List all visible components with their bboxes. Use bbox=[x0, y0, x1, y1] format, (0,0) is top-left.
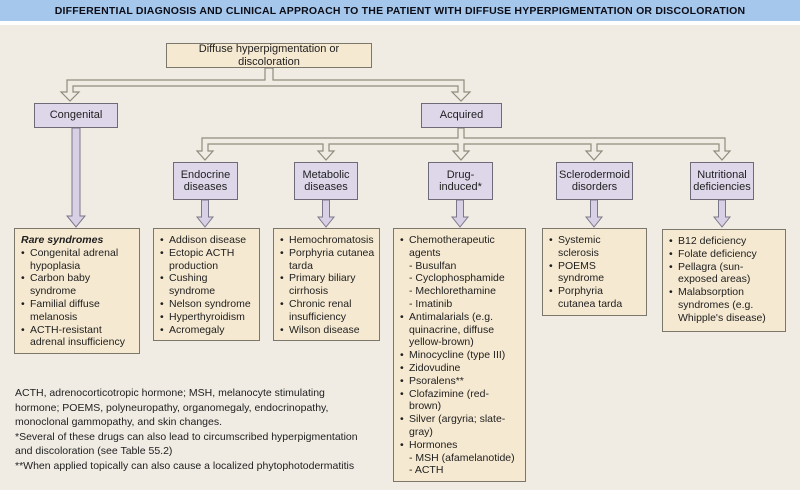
node-acquired-label: Acquired bbox=[439, 109, 484, 122]
list-subitem: Imatinib bbox=[400, 298, 521, 311]
list-item: Clofazimine (red-brown) bbox=[400, 388, 521, 414]
list-item: Carbon baby syndrome bbox=[21, 272, 135, 298]
arrow-sclerodermoid bbox=[584, 199, 604, 228]
list-item: ACTH-resistant adrenal insufficiency bbox=[21, 324, 135, 350]
list-item: Silver (argyria; slate-gray) bbox=[400, 413, 521, 439]
list-item: Chronic renal insufficiency bbox=[280, 298, 375, 324]
list-item: Chemotherapeutic agents bbox=[400, 234, 521, 260]
arrow-drug bbox=[450, 199, 470, 228]
list-subitem: Cyclophosphamide bbox=[400, 272, 521, 285]
list-endocrine: Addison diseaseEctopic ACTH productionCu… bbox=[153, 228, 260, 342]
node-drug-induced: Drug-induced* bbox=[428, 162, 493, 200]
arrow-congenital-to-rare bbox=[65, 127, 87, 228]
arrow-nutritional bbox=[712, 199, 732, 228]
node-nutritional-deficiencies: Nutritional deficiencies bbox=[690, 162, 754, 200]
footnote-line: and discoloration (see Table 55.2) bbox=[15, 445, 173, 457]
list-item: Congenital adrenal hypoplasia bbox=[21, 247, 135, 273]
list-item: Porphyria cutanea tarda bbox=[280, 247, 375, 273]
node-root-label: Diffuse hyperpigmentation or discolorati… bbox=[198, 43, 340, 68]
list-item: Pellagra (sun-exposed areas) bbox=[669, 261, 781, 287]
list-metabolic-items: HemochromatosisPorphyria cutanea tardaPr… bbox=[280, 234, 375, 336]
node-congenital-label: Congenital bbox=[49, 109, 103, 122]
list-sclerodermoid: Systemic sclerosisPOEMS syndromePorphyri… bbox=[542, 228, 647, 316]
list-item: Primary biliary cirrhosis bbox=[280, 272, 375, 298]
list-item: Wilson disease bbox=[280, 324, 375, 337]
list-rare-items: Congenital adrenal hypoplasiaCarbon baby… bbox=[21, 247, 135, 349]
node-endocrine-label: Endocrine diseases bbox=[180, 168, 231, 194]
list-subitem: ACTH bbox=[400, 464, 521, 477]
figure-title: DIFFERENTIAL DIAGNOSIS AND CLINICAL APPR… bbox=[54, 4, 746, 17]
footnote-line: monoclonal gammopathy, and skin changes. bbox=[15, 416, 223, 428]
list-metabolic: HemochromatosisPorphyria cutanea tardaPr… bbox=[273, 228, 380, 342]
list-drug-induced: Chemotherapeutic agentsBusulfanCyclophos… bbox=[393, 228, 526, 483]
list-item: Nelson syndrome bbox=[160, 298, 255, 311]
node-sclerodermoid-label: Sclerodermoid disorders bbox=[559, 168, 630, 194]
list-item: Systemic sclerosis bbox=[549, 234, 642, 260]
list-nutritional: B12 deficiencyFolate deficiencyPellagra … bbox=[662, 229, 786, 332]
node-sclerodermoid-disorders: Sclerodermoid disorders bbox=[556, 162, 633, 200]
list-drug-items: Chemotherapeutic agentsBusulfanCyclophos… bbox=[400, 234, 521, 477]
node-congenital: Congenital bbox=[34, 103, 118, 128]
node-root: Diffuse hyperpigmentation or discolorati… bbox=[166, 43, 372, 68]
list-item: Hyperthyroidism bbox=[160, 311, 255, 324]
list-subitem: Mechlorethamine bbox=[400, 285, 521, 298]
node-acquired: Acquired bbox=[421, 103, 502, 128]
list-rare-title: Rare syndromes bbox=[21, 234, 104, 246]
footnote-line: ACTH, adrenocorticotropic hormone; MSH, … bbox=[15, 387, 325, 399]
list-item: Malabsorption syndromes (e.g. Whipple's … bbox=[669, 286, 781, 324]
node-metabolic-label: Metabolic diseases bbox=[302, 168, 350, 194]
arrow-endocrine bbox=[195, 199, 215, 228]
node-nutritional-label: Nutritional deficiencies bbox=[693, 168, 751, 194]
list-sclerodermoid-items: Systemic sclerosisPOEMS syndromePorphyri… bbox=[549, 234, 642, 311]
list-subitem: MSH (afamelanotide) bbox=[400, 452, 521, 465]
connector-root-fork bbox=[59, 67, 472, 102]
list-rare-syndromes: Rare syndromes Congenital adrenal hypopl… bbox=[14, 228, 140, 355]
figure-title-bar: DIFFERENTIAL DIAGNOSIS AND CLINICAL APPR… bbox=[0, 0, 800, 25]
footnote-line: **When applied topically can also cause … bbox=[15, 459, 355, 472]
list-subitem: Busulfan bbox=[400, 260, 521, 273]
footnote-line: hormone; POEMS, polyneuropathy, organome… bbox=[15, 401, 329, 414]
list-item: POEMS syndrome bbox=[549, 260, 642, 286]
list-item: Ectopic ACTH production bbox=[160, 247, 255, 273]
footnote-line: *Several of these drugs can also lead to… bbox=[15, 430, 358, 443]
footnotes: ACTH, adrenocorticotropic hormone; MSH, … bbox=[15, 386, 400, 473]
list-item: Addison disease bbox=[160, 234, 255, 247]
list-item: Psoralens** bbox=[400, 375, 521, 388]
list-item: Acromegaly bbox=[160, 324, 255, 337]
list-item: Minocycline (type III) bbox=[400, 349, 521, 362]
connector-acquired-rail bbox=[195, 127, 732, 161]
list-item: Folate deficiency bbox=[669, 248, 781, 261]
list-item: Hemochromatosis bbox=[280, 234, 375, 247]
node-endocrine-diseases: Endocrine diseases bbox=[173, 162, 238, 200]
list-endocrine-items: Addison diseaseEctopic ACTH productionCu… bbox=[160, 234, 255, 336]
node-metabolic-diseases: Metabolic diseases bbox=[294, 162, 358, 200]
list-nutritional-items: B12 deficiencyFolate deficiencyPellagra … bbox=[669, 235, 781, 325]
list-item: Porphyria cutanea tarda bbox=[549, 285, 642, 311]
list-item: B12 deficiency bbox=[669, 235, 781, 248]
list-item: Antimalarials (e.g. quinacrine, diffuse … bbox=[400, 311, 521, 349]
list-item: Zidovudine bbox=[400, 362, 521, 375]
list-item: Familial diffuse melanosis bbox=[21, 298, 135, 324]
node-drug-label: Drug-induced* bbox=[439, 168, 482, 194]
list-item: Cushing syndrome bbox=[160, 272, 255, 298]
list-item: Hormones bbox=[400, 439, 521, 452]
arrow-metabolic bbox=[316, 199, 336, 228]
